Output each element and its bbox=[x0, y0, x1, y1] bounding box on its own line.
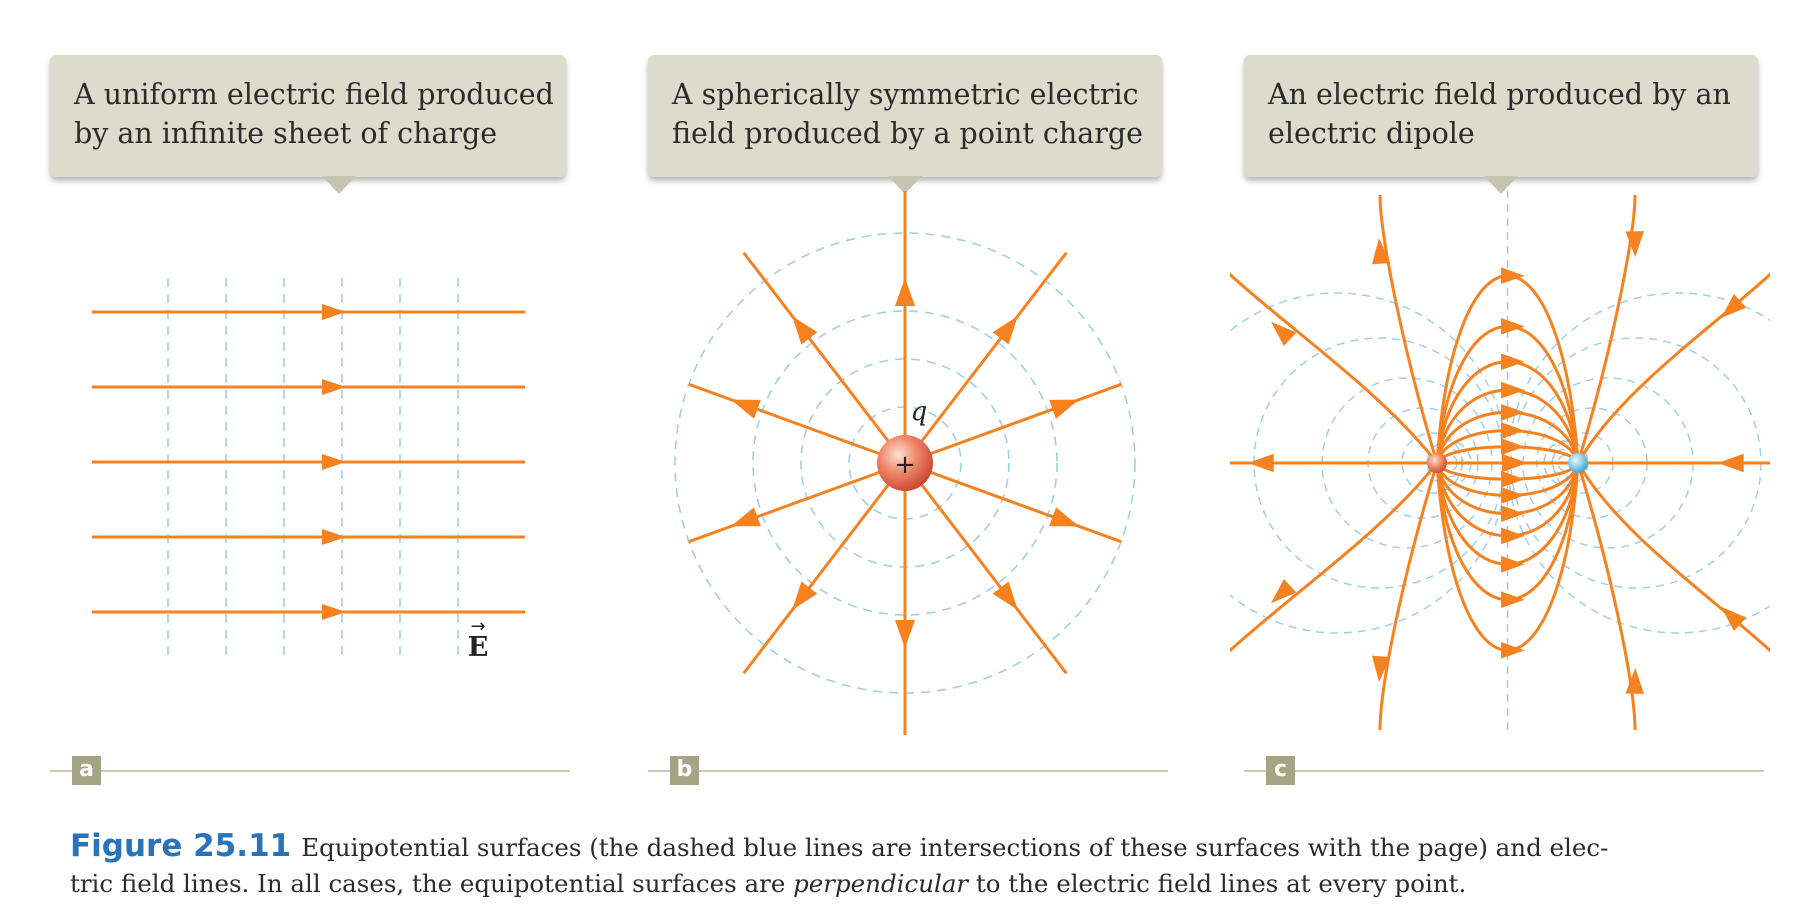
field-arrowhead bbox=[992, 316, 1018, 345]
field-arrowhead bbox=[1049, 399, 1080, 419]
field-arrowhead bbox=[1271, 578, 1297, 604]
field-arrowhead bbox=[1271, 321, 1297, 347]
callout-a-line2: by an infinite sheet of charge bbox=[74, 117, 498, 150]
field-arrowhead bbox=[1501, 317, 1525, 335]
field-arrowhead bbox=[322, 454, 346, 470]
field-line bbox=[1576, 272, 1770, 464]
callout-pointer bbox=[322, 176, 356, 194]
caption-text-1: Equipotential surfaces (the dashed blue … bbox=[301, 833, 1609, 862]
positive-point-charge bbox=[877, 435, 933, 491]
negative-charge bbox=[1568, 453, 1588, 473]
panel-c-baseline bbox=[1244, 770, 1764, 772]
radial-field-lines bbox=[688, 191, 1122, 735]
panel-label-c: c bbox=[1266, 756, 1295, 785]
field-line bbox=[903, 251, 1068, 464]
field-arrowhead bbox=[1721, 293, 1747, 319]
field-line bbox=[1378, 194, 1439, 464]
callout-a-line1: A uniform electric field produced bbox=[74, 78, 554, 111]
equipotential-circle bbox=[674, 232, 1136, 694]
field-arrowhead bbox=[1501, 438, 1525, 456]
point-charge-diagram: + q bbox=[674, 191, 1136, 735]
caption-line-2: tric field lines. In all cases, the equi… bbox=[70, 866, 1770, 902]
field-line bbox=[903, 462, 1068, 675]
caption-text-2b: to the electric field lines at every poi… bbox=[968, 869, 1467, 898]
callout-panel-b: A spherically symmetric electric field p… bbox=[648, 55, 1162, 194]
callout-panel-a: A uniform electric field produced by an … bbox=[50, 55, 566, 194]
field-arrowhead bbox=[894, 620, 916, 649]
panel-b-baseline bbox=[648, 770, 1168, 772]
field-line bbox=[1576, 462, 1637, 731]
field-arrowhead bbox=[792, 316, 818, 345]
callout-panel-c: An electric field produced by an electri… bbox=[1244, 55, 1758, 194]
callout-b-line2: field produced by a point charge bbox=[672, 117, 1143, 150]
field-arrowhead bbox=[1501, 591, 1525, 609]
field-arrowhead bbox=[1501, 505, 1525, 522]
field-line bbox=[1230, 462, 1439, 653]
field-symbol: E bbox=[468, 632, 489, 663]
charge-label: q bbox=[911, 397, 928, 427]
electric-dipole-diagram bbox=[1230, 190, 1770, 731]
field-line bbox=[1576, 194, 1637, 464]
figure-number: Figure 25.11 bbox=[70, 828, 292, 864]
field-line bbox=[742, 251, 907, 464]
field-arrowhead bbox=[1501, 555, 1525, 573]
field-arrowhead bbox=[1049, 507, 1080, 527]
field-arrowhead bbox=[730, 399, 761, 419]
field-line bbox=[1378, 462, 1439, 731]
field-line bbox=[742, 462, 907, 675]
field-line bbox=[688, 382, 906, 465]
field-line bbox=[1230, 272, 1439, 464]
field-line bbox=[688, 461, 906, 544]
field-arrowhead bbox=[322, 604, 346, 620]
field-arrowhead bbox=[1501, 422, 1525, 439]
field-arrowhead bbox=[1501, 453, 1528, 473]
field-arrowhead bbox=[1501, 527, 1525, 545]
field-arrowhead bbox=[1501, 641, 1525, 659]
field-arrowhead bbox=[322, 379, 346, 395]
field-line bbox=[904, 382, 1122, 465]
field-arrowhead bbox=[1501, 487, 1525, 504]
field-arrowhead bbox=[1501, 470, 1525, 488]
field-arrowhead bbox=[730, 507, 761, 527]
field-arrowhead bbox=[322, 304, 346, 320]
field-arrowhead bbox=[894, 277, 916, 306]
dipole-field-arrows bbox=[1247, 231, 1747, 694]
field-line bbox=[904, 461, 1122, 544]
field-arrowhead bbox=[792, 581, 818, 610]
panel-label-a: a bbox=[72, 756, 101, 785]
field-vector-arrow: → bbox=[470, 616, 485, 637]
panel-a-baseline bbox=[50, 770, 570, 772]
callout-c-line1: An electric field produced by an bbox=[1268, 78, 1731, 111]
caption-line-1: Figure 25.11 Equipotential surfaces (the … bbox=[70, 828, 1770, 866]
dipole-field-lines bbox=[1230, 194, 1770, 731]
equipotential-circle bbox=[752, 310, 1058, 616]
field-arrowhead bbox=[1501, 381, 1525, 399]
figure-caption: Figure 25.11 Equipotential surfaces (the … bbox=[70, 828, 1770, 902]
callout-pointer bbox=[1484, 176, 1518, 194]
uniform-field-diagram: → E bbox=[92, 278, 525, 663]
callout-pointer bbox=[888, 176, 922, 194]
field-arrowhead bbox=[1625, 667, 1644, 694]
caption-emphasis: perpendicular bbox=[793, 869, 969, 898]
field-arrowhead bbox=[992, 581, 1018, 610]
field-arrowhead bbox=[322, 529, 346, 545]
callout-c-line2: electric dipole bbox=[1268, 117, 1475, 150]
caption-text-2a: tric field lines. In all cases, the equi… bbox=[70, 869, 794, 898]
field-arrowhead bbox=[1501, 267, 1525, 285]
positive-charge bbox=[1427, 453, 1447, 473]
field-arrowhead bbox=[1721, 606, 1747, 632]
field-arrowhead bbox=[1501, 353, 1525, 371]
field-arrowhead bbox=[1717, 453, 1744, 473]
field-line bbox=[1576, 462, 1770, 653]
callout-b-line1: A spherically symmetric electric bbox=[672, 78, 1139, 111]
charge-sign: + bbox=[894, 450, 916, 480]
field-arrowhead bbox=[1371, 237, 1391, 265]
field-arrowhead bbox=[1625, 231, 1644, 258]
field-arrowhead bbox=[1247, 453, 1274, 473]
equipotential-lines bbox=[167, 278, 459, 660]
field-arrowhead bbox=[1371, 655, 1391, 683]
panel-label-b: b bbox=[670, 756, 699, 785]
field-arrowhead bbox=[1501, 404, 1525, 421]
field-lines bbox=[92, 304, 525, 620]
